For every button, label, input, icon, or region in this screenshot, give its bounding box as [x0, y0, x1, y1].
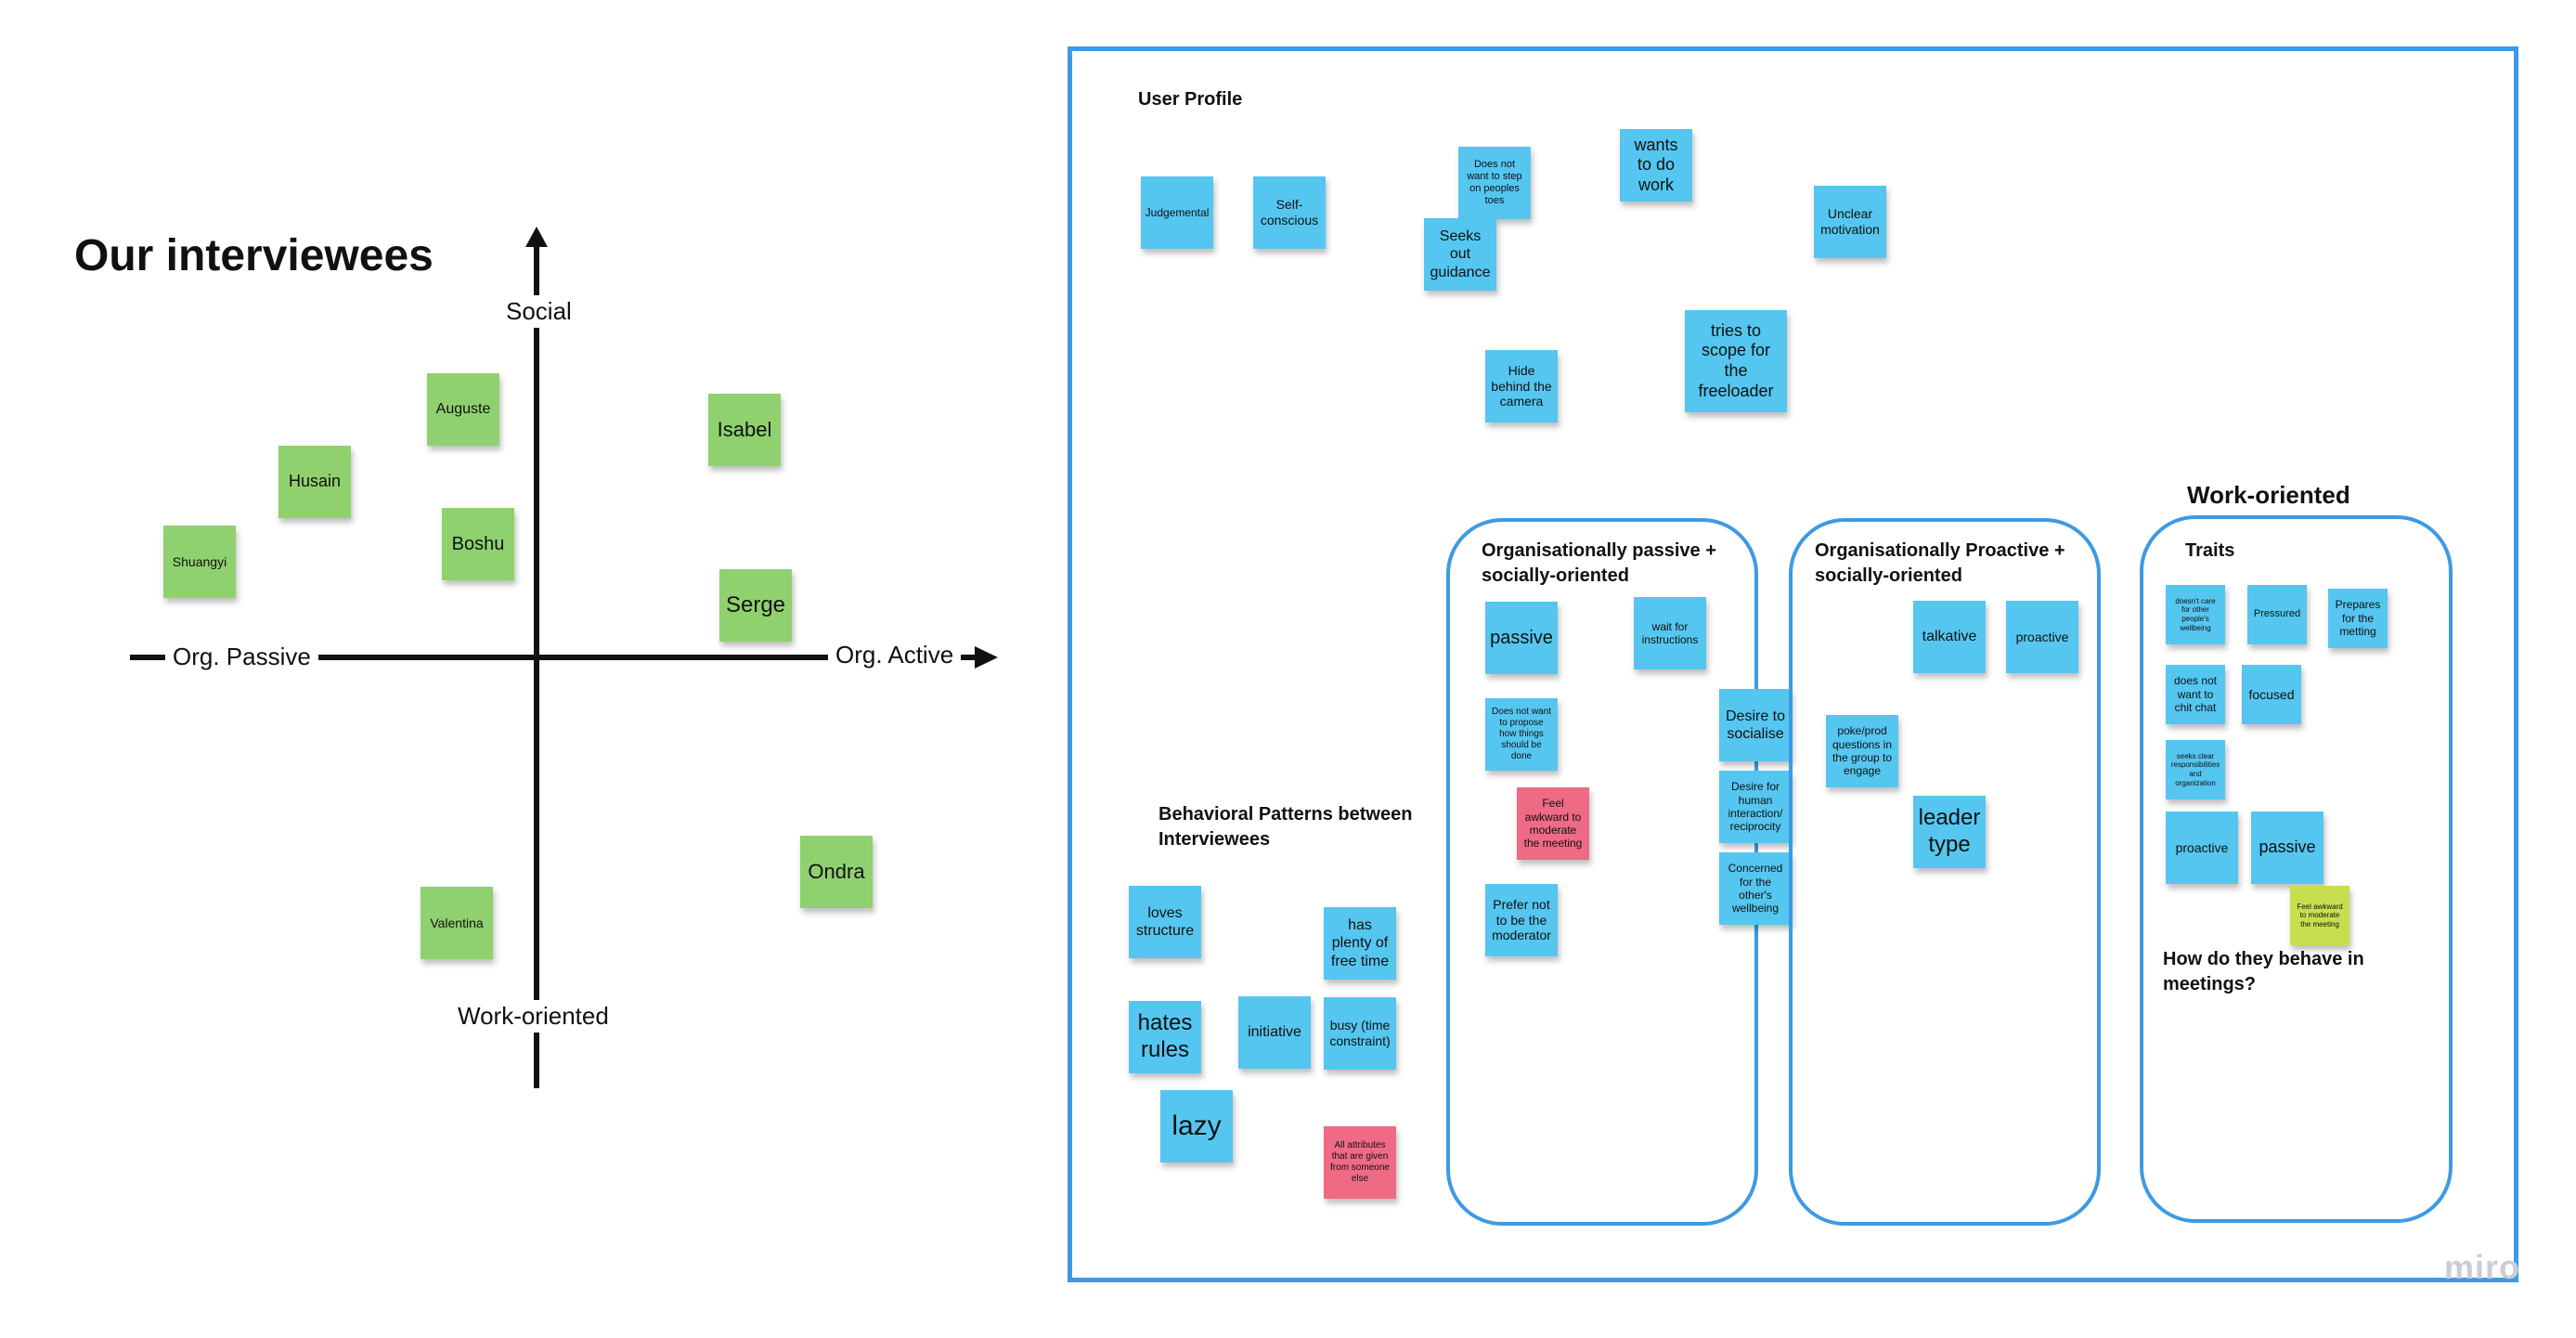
cluster-proactive-social	[1789, 518, 2101, 1226]
note-seeks-clear-responsibilities[interactable]: seeks clear responsibilities and organiz…	[2166, 740, 2225, 799]
note-concerned-wellbeing[interactable]: Concerned for the other's wellbeing	[1719, 852, 1792, 925]
note-feel-awkward-moderate[interactable]: Feel awkward to moderate the meeting	[1517, 787, 1589, 860]
note-seeks-out-guidance[interactable]: Seeks out guidance	[1424, 218, 1496, 291]
note-work-proactive[interactable]: proactive	[2166, 812, 2238, 884]
quadrant-title: Our interviewees	[74, 231, 434, 280]
note-doesnt-care-wellbeing[interactable]: doesn't care for other people's wellbein…	[2166, 585, 2225, 644]
work-oriented-title: Work-oriented	[2187, 481, 2350, 509]
note-loves-structure[interactable]: loves structure	[1129, 886, 1201, 958]
note-desire-human-interaction[interactable]: Desire for human interaction/ reciprocit…	[1719, 771, 1792, 843]
proactive-social-heading: Organisationally Proactive + socially-or…	[1815, 540, 2065, 586]
note-hide-behind-camera[interactable]: Hide behind the camera	[1485, 350, 1558, 422]
note-no-chit-chat[interactable]: does not want to chit chat	[2166, 665, 2225, 724]
note-self-conscious[interactable]: Self-conscious	[1253, 176, 1326, 249]
behave-in-meetings-question: How do they behave in meetings?	[2163, 949, 2364, 994]
user-profile-heading: User Profile	[1138, 89, 1243, 110]
note-judgemental[interactable]: Judgemental	[1141, 176, 1213, 249]
note-does-not-want-to-step-on-toes[interactable]: Does not want to step on peoples toes	[1458, 147, 1531, 219]
cluster-work-oriented	[2140, 515, 2453, 1223]
interviewee-isabel[interactable]: Isabel	[708, 394, 781, 466]
note-focused[interactable]: focused	[2242, 665, 2301, 724]
note-hates-rules[interactable]: hates rules	[1129, 1001, 1201, 1073]
note-wait-for-instructions[interactable]: wait for instructions	[1634, 597, 1706, 669]
note-leader-type[interactable]: leader type	[1913, 796, 1986, 868]
axis-label-org-passive: Org. Passive	[165, 643, 318, 671]
axis-label-social: Social	[504, 295, 574, 328]
note-talkative[interactable]: talkative	[1913, 601, 1986, 673]
note-unclear-motivation[interactable]: Unclear motivation	[1814, 186, 1886, 258]
note-prepares-for-meeting[interactable]: Prepares for the metting	[2328, 589, 2388, 648]
note-desire-to-socialise[interactable]: Desire to socialise	[1719, 689, 1792, 761]
interviewee-valentina[interactable]: Valentina	[421, 887, 493, 959]
miro-watermark: miro	[2444, 1248, 2521, 1286]
interviewee-ondra[interactable]: Ondra	[800, 836, 873, 908]
note-poke-prod-questions[interactable]: poke/prod questions in the group to enga…	[1826, 715, 1898, 787]
interviewee-shuangyi[interactable]: Shuangyi	[163, 526, 236, 598]
note-prefer-not-moderator[interactable]: Prefer not to be the moderator	[1485, 884, 1558, 956]
note-attributes-from-someone-else[interactable]: All attributes that are given from someo…	[1324, 1126, 1396, 1199]
board-frame	[1068, 46, 2518, 1282]
note-work-passive[interactable]: passive	[2251, 812, 2324, 884]
axis-label-org-active: Org. Active	[828, 641, 962, 669]
note-wants-to-do-work[interactable]: wants to do work	[1620, 129, 1692, 201]
note-proactive[interactable]: proactive	[2006, 601, 2078, 673]
interviewee-husain[interactable]: Husain	[278, 446, 351, 518]
note-pressured[interactable]: Pressured	[2247, 585, 2307, 644]
note-plenty-free-time[interactable]: has plenty of free time	[1324, 907, 1396, 980]
axis-label-work-oriented: Work-oriented	[454, 1000, 613, 1033]
note-lazy[interactable]: lazy	[1160, 1090, 1233, 1163]
note-tries-to-scope-freeloader[interactable]: tries to scope for the freeloader	[1685, 310, 1787, 412]
traits-heading: Traits	[2185, 540, 2235, 561]
note-initiative[interactable]: initiative	[1238, 996, 1311, 1069]
interviewee-boshu[interactable]: Boshu	[442, 508, 514, 580]
behavioral-heading: Behavioral Patterns between Interviewees	[1159, 804, 1413, 850]
note-does-not-want-to-propose[interactable]: Does not want to propose how things shou…	[1485, 698, 1558, 771]
interviewee-auguste[interactable]: Auguste	[427, 373, 499, 446]
note-passive[interactable]: passive	[1485, 602, 1558, 674]
note-busy-time-constraint[interactable]: busy (time constraint)	[1324, 997, 1396, 1070]
interviewee-serge[interactable]: Serge	[719, 569, 792, 642]
note-work-feel-awkward[interactable]: Feel awkward to moderate the meeting	[2290, 886, 2349, 945]
passive-social-heading: Organisationally passive + socially-orie…	[1482, 540, 1716, 586]
